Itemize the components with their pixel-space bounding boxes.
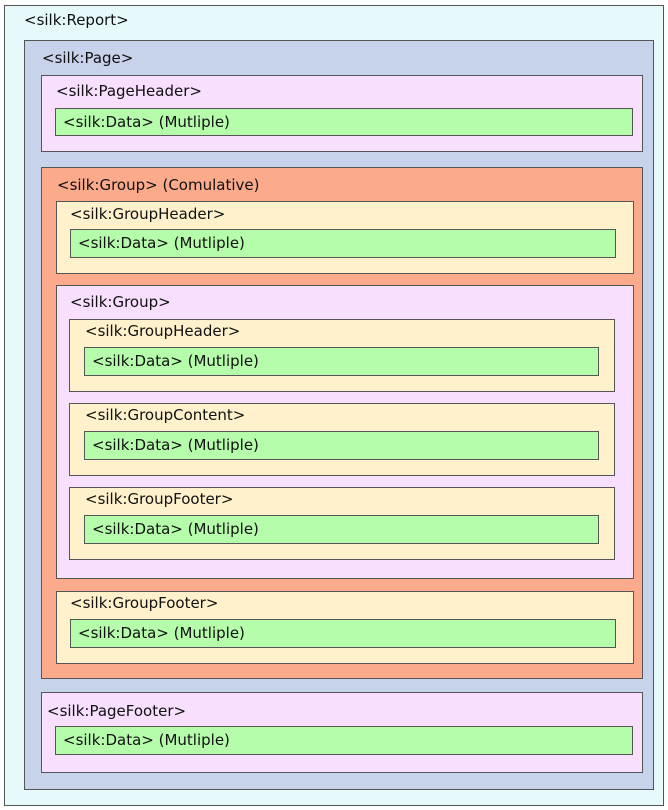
page-footer-data-box: <silk:Data> (Mutliple) [55,726,633,755]
inner-group-footer-data-label: <silk:Data> (Mutliple) [92,520,259,538]
inner-group-label: <silk:Group> [70,293,171,311]
outer-group-label: <silk:Group> (Comulative) [57,176,260,194]
outer-group-header-data-box: <silk:Data> (Mutliple) [70,229,616,258]
page-footer-label: <silk:PageFooter> [47,702,187,720]
report-label: <silk:Report> [24,11,129,29]
page-header-label: <silk:PageHeader> [56,82,202,100]
outer-group-header-data-label: <silk:Data> (Mutliple) [78,234,245,252]
outer-group-footer-data-label: <silk:Data> (Mutliple) [78,624,245,642]
page-label: <silk:Page> [42,49,134,67]
outer-group-footer-label: <silk:GroupFooter> [70,594,219,612]
page-footer-data-label: <silk:Data> (Mutliple) [63,731,230,749]
inner-group-header-data-label: <silk:Data> (Mutliple) [92,352,259,370]
inner-group-content-data-label: <silk:Data> (Mutliple) [92,436,259,454]
inner-group-content-label: <silk:GroupContent> [85,406,246,424]
inner-group-content-data-box: <silk:Data> (Mutliple) [84,431,599,460]
inner-group-footer-label: <silk:GroupFooter> [85,490,234,508]
inner-group-header-data-box: <silk:Data> (Mutliple) [84,347,599,376]
outer-group-footer-data-box: <silk:Data> (Mutliple) [70,619,616,648]
inner-group-header-label: <silk:GroupHeader> [85,322,241,340]
inner-group-footer-data-box: <silk:Data> (Mutliple) [84,515,599,544]
outer-group-header-label: <silk:GroupHeader> [70,205,226,223]
page-header-data-label: <silk:Data> (Mutliple) [63,113,230,131]
page-header-data-box: <silk:Data> (Mutliple) [55,108,633,136]
